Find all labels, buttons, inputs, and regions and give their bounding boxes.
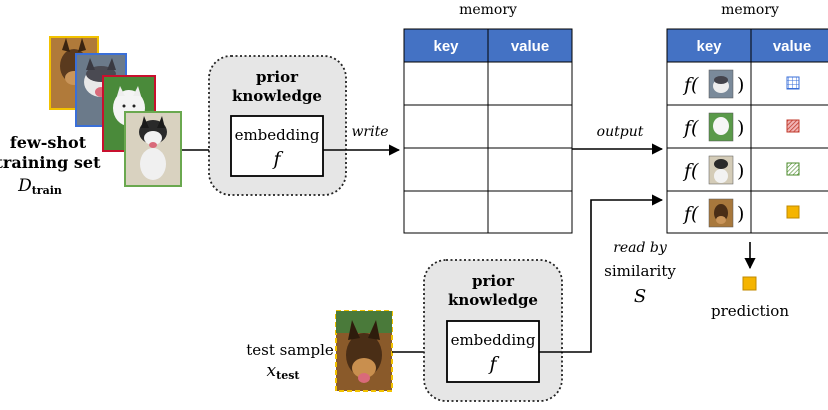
training-set-label-line1: few-shot xyxy=(10,133,87,152)
prior-top-title-line1: prior xyxy=(256,68,299,86)
key-f-symbol: f( xyxy=(682,74,699,96)
memory-left-value-header: value xyxy=(511,38,549,55)
memory-table-left: memory key value xyxy=(403,2,573,234)
prediction-swatch xyxy=(742,276,757,291)
value-swatch-green xyxy=(786,162,800,176)
test-sample-label: test sample xyxy=(246,341,334,359)
memory-left-title: memory xyxy=(459,2,517,18)
output-label: output xyxy=(597,124,644,140)
value-swatch-grid xyxy=(786,76,800,90)
memory-right-row: f( ) xyxy=(682,69,800,99)
training-image-malamute xyxy=(124,111,182,187)
training-set-label-line2: training set xyxy=(0,153,101,172)
prior-knowledge-bottom: prior knowledge embedding f xyxy=(423,259,563,402)
prior-bottom-title-line2: knowledge xyxy=(448,291,538,309)
svg-text:): ) xyxy=(737,117,744,139)
embedding-bottom-label: embedding xyxy=(451,331,536,349)
embedding-top-symbol: f xyxy=(271,148,283,170)
embedding-box-bottom xyxy=(446,320,540,383)
read-by-similarity-arrow xyxy=(539,194,664,353)
memory-right-value-header: value xyxy=(773,38,811,55)
read-label-line2: similarity xyxy=(604,262,676,280)
memory-right-title: memory xyxy=(721,2,779,18)
key-f-symbol: f( xyxy=(682,160,699,182)
prior-bottom-title-line1: prior xyxy=(472,272,515,290)
value-swatch-gold xyxy=(786,205,800,219)
training-image-stack xyxy=(49,36,182,187)
similarity-symbol: S xyxy=(634,286,646,307)
value-swatch-red xyxy=(786,119,800,133)
embedding-top-label: embedding xyxy=(235,126,320,144)
memory-left-key-header: key xyxy=(433,38,459,55)
svg-text:): ) xyxy=(737,74,744,96)
svg-text:): ) xyxy=(737,160,744,182)
embedding-box-top xyxy=(230,115,324,177)
read-label-line1: read by xyxy=(613,240,668,256)
test-image-shepherd xyxy=(335,310,393,392)
prior-top-title-line2: knowledge xyxy=(232,87,322,105)
training-set-symbol: Dtrain xyxy=(17,176,62,197)
write-label: write xyxy=(351,124,388,140)
test-sample-symbol: xtest xyxy=(267,361,301,382)
prior-knowledge-top: prior knowledge embedding f xyxy=(208,55,347,196)
memory-right-row: f( ) xyxy=(682,112,800,142)
memory-right-row: f( ) xyxy=(682,155,800,185)
svg-text:): ) xyxy=(737,203,744,225)
key-f-symbol: f( xyxy=(682,117,699,139)
memory-table-right: memory key value f( ) f( ) f( xyxy=(666,2,828,234)
prediction-label: prediction xyxy=(711,302,789,320)
key-f-symbol: f( xyxy=(682,203,699,225)
memory-right-header xyxy=(667,29,828,62)
memory-right-row: f( ) xyxy=(682,198,800,228)
embedding-bottom-symbol: f xyxy=(487,353,499,375)
memory-right-key-header: key xyxy=(696,38,722,55)
